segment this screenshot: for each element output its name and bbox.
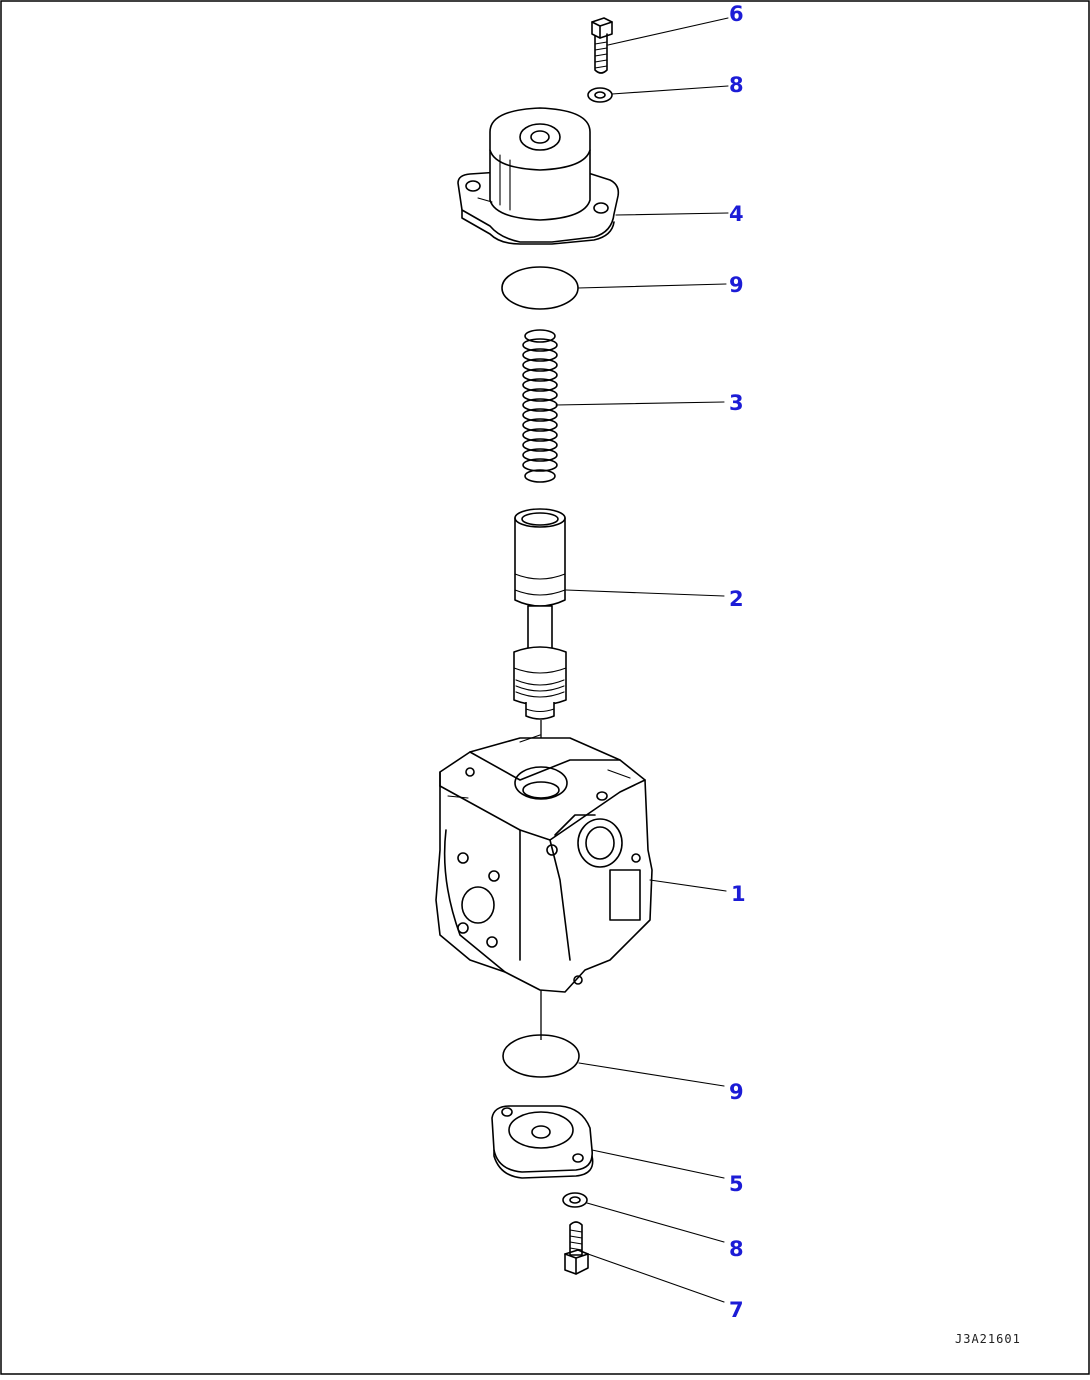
callout-2: 2 [729,587,744,611]
callout-8-bottom: 8 [729,1237,744,1261]
figure-code: J3A21601 [955,1332,1021,1346]
callout-9-top: 9 [729,273,744,297]
callout-6: 6 [729,2,744,26]
part-4-cover [457,107,620,245]
part-8-washer-bottom [562,1192,588,1208]
part-9-oring-lower [502,1034,580,1078]
leader-lines [555,17,729,1303]
callout-8-top: 8 [729,73,744,97]
callout-7: 7 [729,1298,744,1322]
part-5-cover [491,1105,594,1179]
callout-1: 1 [731,882,746,906]
part-8-washer-top [587,87,613,103]
part-3-spring [522,329,558,483]
callout-3: 3 [729,391,744,415]
callout-9-bottom: 9 [729,1080,744,1104]
callout-4: 4 [729,202,744,226]
part-1-housing [435,734,653,993]
part-9-oring-upper [501,266,579,310]
callout-5: 5 [729,1172,744,1196]
part-7-bolt [564,1221,589,1275]
part-2-spool [513,508,567,720]
part-6-bolt [591,17,613,74]
